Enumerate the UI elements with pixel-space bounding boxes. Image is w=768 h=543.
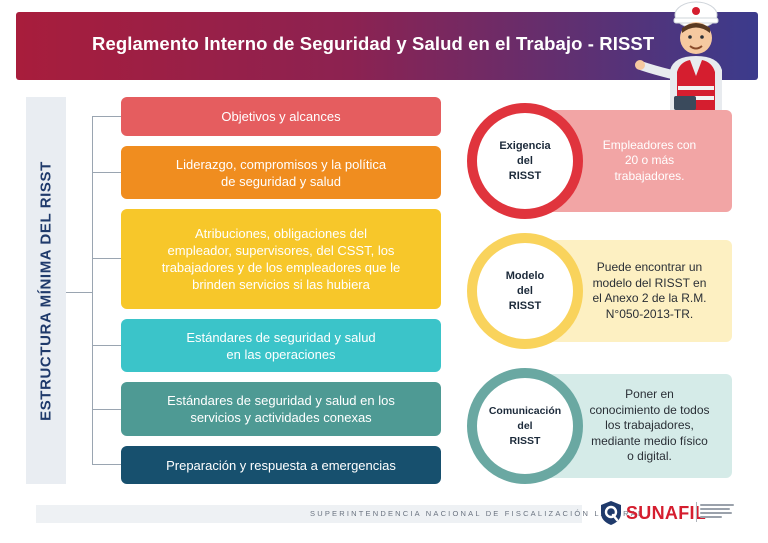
item-emergencias: Preparación y respuesta a emergencias	[121, 446, 441, 484]
logo-divider	[696, 502, 697, 522]
structure-vertical-label: ESTRUCTURA MÍNIMA DEL RISST	[37, 161, 55, 421]
comunicacion-circle: Comunicación del RISST	[467, 368, 583, 484]
item-atribuciones: Atribuciones, obligaciones del empleador…	[121, 209, 441, 309]
side-panel	[26, 97, 66, 484]
bracket-branch	[92, 345, 121, 346]
exigencia-circle: Exigencia del RISST	[467, 103, 583, 219]
footer-agency-name: SUPERINTENDENCIA NACIONAL DE FISCALIZACI…	[310, 509, 645, 518]
item-liderazgo: Liderazgo, compromisos y la política de …	[121, 146, 441, 199]
title-banner	[16, 12, 758, 80]
inspector-mascot-illustration	[635, 1, 722, 112]
item-estandares-operaciones: Estándares de seguridad y salud en las o…	[121, 319, 441, 372]
item-estandares-servicios: Estándares de seguridad y salud en los s…	[121, 382, 441, 436]
footer-bar	[36, 505, 582, 523]
page-title: Reglamento Interno de Seguridad y Salud …	[92, 33, 655, 54]
bracket-branch	[92, 172, 121, 173]
bracket-branch	[92, 409, 121, 410]
bracket-stem	[66, 292, 92, 293]
sunafil-logo: SUNAFIL	[626, 503, 707, 523]
bracket-branch	[92, 116, 121, 117]
modelo-circle: Modelo del RISST	[467, 233, 583, 349]
bracket-spine	[92, 116, 93, 464]
sunafil-shield-icon	[601, 501, 621, 525]
bracket-branch	[92, 258, 121, 259]
logo-subtitle-lines	[700, 504, 736, 520]
bracket-branch	[92, 464, 121, 465]
item-objetivos: Objetivos y alcances	[121, 97, 441, 136]
